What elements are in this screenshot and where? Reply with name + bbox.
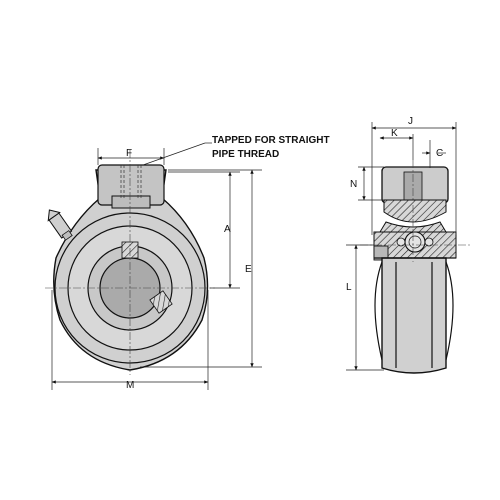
dim-n-label: N (350, 179, 357, 190)
front-view (45, 150, 215, 375)
side-housing-section (383, 199, 447, 223)
boss-step (111, 195, 151, 209)
dim-f-label: F (126, 148, 132, 159)
tapped-note-line1: TAPPED FOR STRAIGHT (212, 135, 330, 146)
tapped-note-line2: PIPE THREAD (212, 149, 279, 160)
side-ball-bearing (404, 231, 426, 253)
dim-c-label: C (436, 148, 443, 159)
grease-fitting (47, 209, 73, 241)
dim-a-label: A (224, 224, 231, 235)
dim-m-label: M (126, 380, 134, 391)
side-lower-housing (381, 257, 447, 374)
front-dimensions: F TAPPED FOR STRAIGHT PIPE THREAD A E M (51, 135, 330, 391)
dim-l-label: L (346, 282, 352, 293)
side-view (360, 160, 470, 374)
side-set-screw (373, 245, 389, 261)
dim-k-label: K (391, 128, 398, 139)
set-screw-angled (149, 290, 173, 314)
side-dimensions: J K C N L (346, 116, 457, 371)
dim-j-label: J (408, 116, 413, 127)
dim-e-label: E (245, 264, 252, 275)
